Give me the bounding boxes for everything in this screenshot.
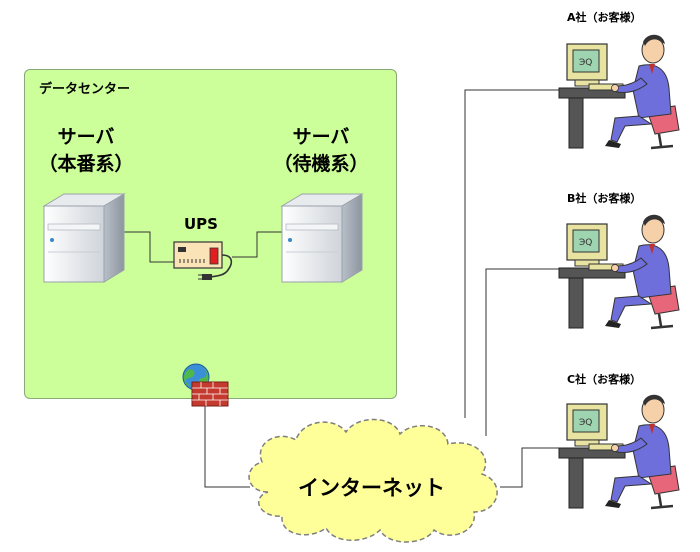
customer-b-label: B社（お客様）: [567, 192, 642, 205]
customer-a-label: A社（お客様）: [567, 11, 642, 24]
internet-cloud: [248, 418, 498, 543]
server-primary-label: サーバ （本番系）: [16, 124, 156, 178]
server-standby-label-line1: サーバ: [292, 126, 350, 148]
customer-c-workstation-icon: [557, 393, 681, 510]
firewall-icon: [182, 363, 229, 407]
server-primary-label-line1: サーバ: [57, 126, 115, 148]
server-standby-label-line2: （待機系）: [273, 153, 369, 175]
server-standby-label: サーバ （待機系）: [251, 124, 391, 178]
server-standby-icon: [280, 193, 364, 283]
ups-icon: [173, 241, 233, 280]
customer-a-workstation-icon: ЭQ: [558, 34, 680, 150]
server-primary-icon: [42, 193, 126, 283]
internet-label: インターネット: [298, 476, 445, 500]
ups-label: UPS: [184, 215, 218, 233]
customer-c-label: C社（お客様）: [567, 373, 642, 386]
svg-text:ЭQ: ЭQ: [579, 58, 592, 68]
datacenter-title: データセンター: [39, 82, 131, 97]
server-primary-label-line2: （本番系）: [38, 153, 134, 175]
customer-b-workstation-icon: [557, 213, 681, 330]
